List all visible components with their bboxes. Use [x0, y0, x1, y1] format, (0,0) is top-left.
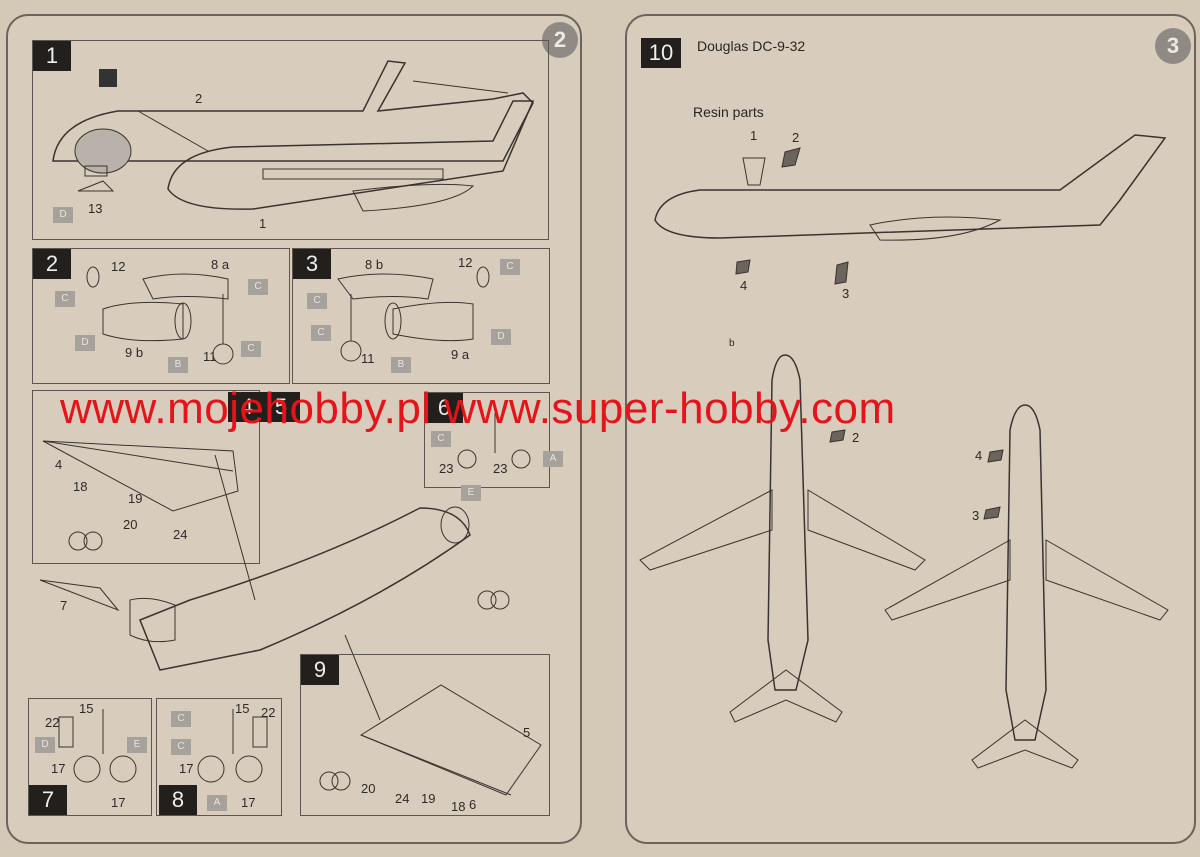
part-label: 12 — [111, 259, 126, 274]
part-label: 8 a — [211, 257, 230, 272]
step-3-panel: 3 8 b 12 9 a 11 C C C D B — [292, 248, 550, 384]
step-2-panel: 2 12 8 a 9 b 11 C C C D B — [32, 248, 290, 384]
step-4-5-panel: 4 18 19 20 24 — [32, 390, 260, 564]
part-label: 1 — [259, 216, 267, 231]
step-6-panel: 6 23 23 C E A — [424, 392, 563, 501]
view-label: b — [729, 338, 735, 349]
resin-parts-heading: Resin parts — [693, 104, 764, 120]
part-label: 3 — [972, 508, 980, 523]
part-label: 19 — [128, 491, 143, 506]
step-3-number: 3 — [293, 249, 331, 279]
aircraft-title: Douglas DC-9-32 — [697, 38, 806, 54]
part-label: 1 — [750, 128, 758, 143]
material-code-badge: D — [53, 207, 73, 223]
part-label: 8 b — [365, 257, 384, 272]
part-label: 11 — [361, 351, 375, 366]
step-1-panel: 1 2 13 1 D — [32, 40, 549, 240]
part-label: 2 — [792, 130, 800, 145]
part-label: 13 — [88, 201, 103, 216]
step-8-panel: 15 22 17 17 C C A 8 — [156, 698, 282, 816]
part-label: 17 — [241, 795, 256, 810]
part-label: 23 — [493, 461, 508, 476]
part-label: 24 — [173, 527, 188, 542]
material-code-badge: C — [307, 293, 327, 309]
part-label: 18 — [73, 479, 88, 494]
part-label: 4 — [55, 457, 63, 472]
step-7-number: 7 — [29, 785, 67, 815]
part-label: 9 a — [451, 347, 470, 362]
step-4-number: 4 — [228, 392, 266, 422]
material-code-badge: C — [311, 325, 331, 341]
part-label: 4 — [740, 278, 748, 293]
material-code-badge: D — [35, 737, 55, 753]
material-code-badge: B — [168, 357, 188, 373]
material-code-badge: C — [55, 291, 75, 307]
part-label: 2 — [195, 91, 203, 106]
material-code-badge: C — [431, 431, 451, 447]
part-label: 15 — [235, 701, 250, 716]
part-label: 17 — [179, 761, 194, 776]
material-code-badge: C — [500, 259, 520, 275]
part-label: 12 — [458, 255, 473, 270]
part-label: 5 — [523, 725, 531, 740]
part-label: 2 — [852, 430, 860, 445]
wing-right-drawing — [319, 684, 542, 796]
engine-right-drawing — [337, 266, 490, 362]
part-label: 20 — [361, 781, 376, 796]
main-gear-left-drawing — [58, 709, 137, 783]
step-9-number: 9 — [301, 655, 339, 685]
material-code-badge: C — [171, 711, 191, 727]
page-number-badge: 3 — [1155, 28, 1191, 64]
part-label: 4 — [975, 448, 983, 463]
part-label: 17 — [111, 795, 126, 810]
part-label: 7 — [60, 598, 68, 613]
material-code-badge: D — [491, 329, 511, 345]
step-6-number: 6 — [425, 393, 463, 423]
material-code-badge: E — [127, 737, 147, 753]
step-10-number: 10 — [641, 38, 681, 68]
part-label: 23 — [439, 461, 454, 476]
material-code-badge: B — [391, 357, 411, 373]
material-code-badge: D — [75, 335, 95, 351]
material-code-badge: C — [241, 341, 261, 357]
step-2-number: 2 — [33, 249, 71, 279]
step-7-panel: 15 22 17 17 D E 7 — [28, 698, 152, 816]
main-assembly-drawing — [39, 454, 510, 721]
step-5-number: 5 — [262, 392, 300, 422]
watermark-text: www.mojehobby.pl www.super-hobby.com — [60, 384, 896, 433]
engine-left-drawing — [86, 266, 234, 365]
part-label: 22 — [261, 705, 276, 720]
part-label: 6 — [469, 797, 477, 812]
material-code-badge: A — [207, 795, 227, 811]
part-label: 15 — [79, 701, 94, 716]
part-label: 22 — [45, 715, 60, 730]
part-label: 20 — [123, 517, 138, 532]
main-gear-right-drawing — [197, 709, 268, 783]
step-9-panel: 9 5 20 24 19 18 6 — [300, 654, 550, 816]
material-code-badge: C — [171, 739, 191, 755]
wing-left-drawing — [42, 440, 239, 551]
nose-gear-drawing — [457, 413, 531, 469]
fuselage-assembly-drawing — [52, 60, 535, 212]
step-8-number: 8 — [159, 785, 197, 815]
step-1-number: 1 — [33, 41, 71, 71]
part-label: 19 — [421, 791, 436, 806]
part-label: 9 b — [125, 345, 144, 360]
material-code-badge: E — [461, 485, 481, 501]
material-code-badge: A — [543, 451, 563, 467]
instruction-page-right: 3 — [625, 14, 1196, 844]
part-label: 18 — [451, 799, 466, 814]
part-label: 17 — [51, 761, 66, 776]
part-label: 24 — [395, 791, 410, 806]
part-label: 11 — [203, 349, 217, 364]
material-code-badge: C — [248, 279, 268, 295]
part-label: 3 — [842, 286, 850, 301]
